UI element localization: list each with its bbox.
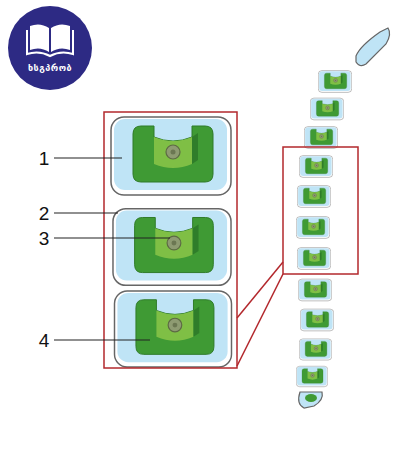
callout-number: 3 [39,229,50,248]
zoom-frame [104,112,237,368]
logo-text: ხსგპრობ [28,63,72,73]
selection-frame [283,147,358,274]
zoom-line [237,274,283,366]
enlarged-cells [111,117,232,367]
zoom-line [237,262,283,318]
logo-badge: ხსგპრობ [8,6,92,90]
algae-filament [296,28,389,408]
callout-number: 4 [39,331,50,350]
callout-number: 2 [39,204,50,223]
leader-lines [54,158,170,340]
callout-number: 1 [39,149,50,168]
